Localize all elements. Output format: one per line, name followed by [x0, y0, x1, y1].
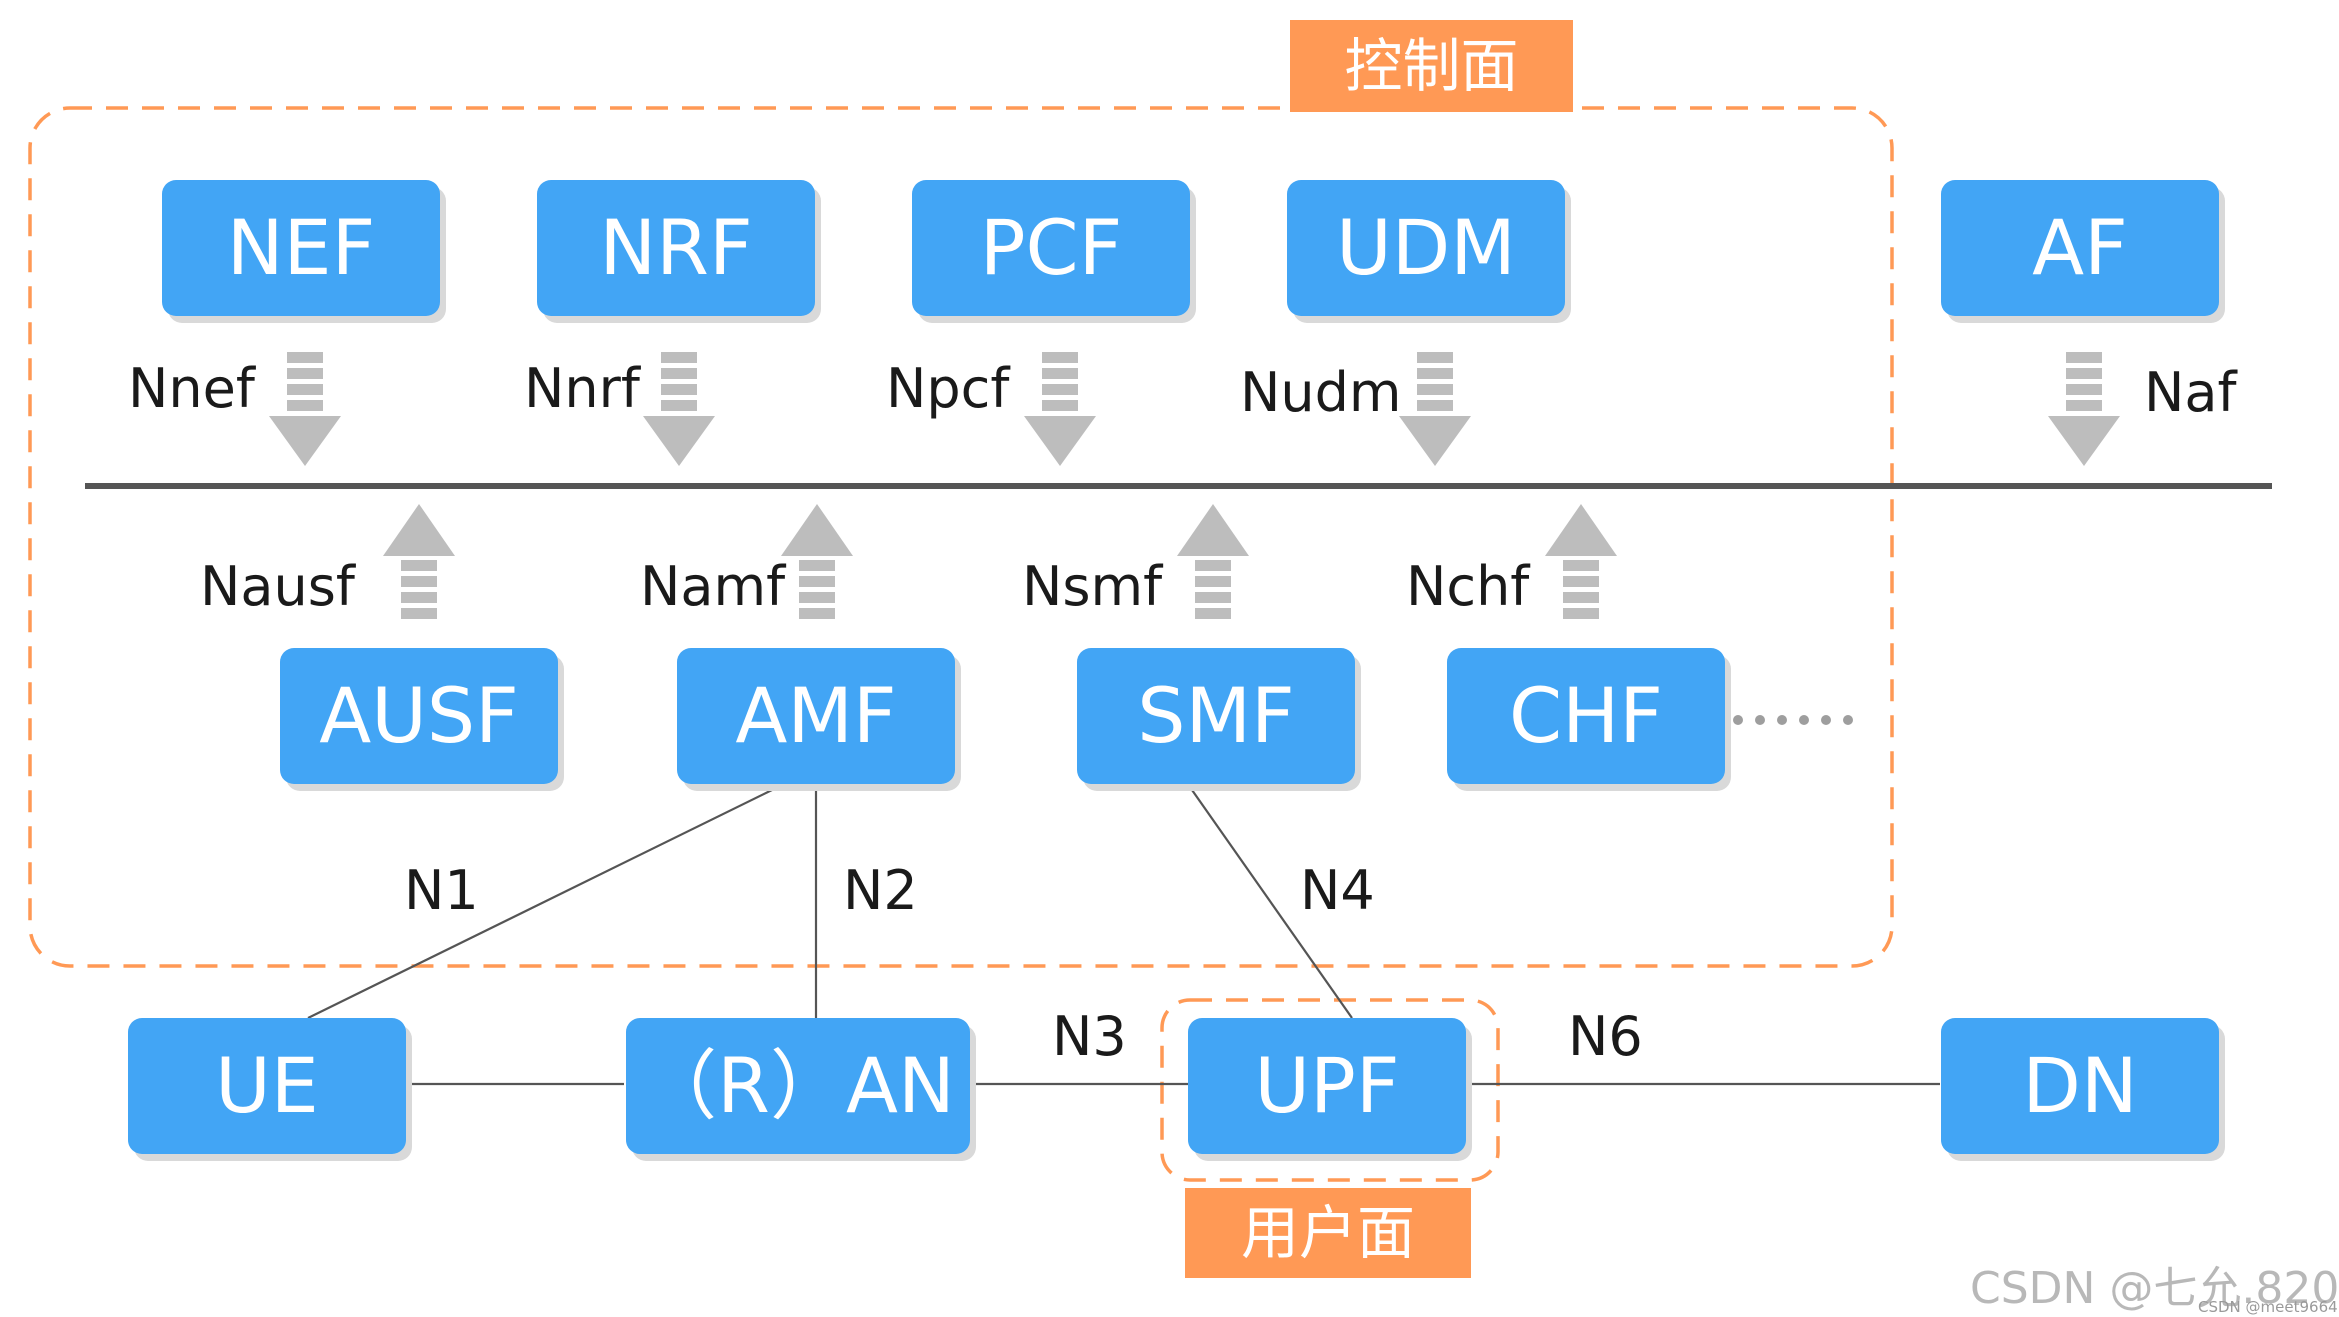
user-plane-boundary [1160, 998, 1500, 1182]
link-label-n3: N3 [1052, 1005, 1127, 1068]
arrow-down-nnef [269, 352, 341, 466]
sbi-label-nnef: Nnef [128, 357, 255, 420]
n4-line [1191, 789, 1353, 1019]
sbi-label-nsmf: Nsmf [1022, 555, 1163, 618]
arrow-up-nsmf [1177, 504, 1249, 619]
sbi-label-nausf: Nausf [200, 555, 355, 618]
more-functions-dots [1733, 715, 1853, 725]
control-plane-boundary [28, 106, 1894, 968]
sbi-label-npcf: Npcf [886, 357, 1010, 420]
arrow-down-npcf [1024, 352, 1096, 466]
user-plane-label: 用户面 [1185, 1188, 1471, 1278]
arrow-up-nchf [1545, 504, 1617, 619]
nf-ausf: AUSF [280, 648, 558, 784]
nf-chf: CHF [1447, 648, 1725, 784]
n1-line [307, 789, 773, 1019]
nf-ue: UE [128, 1018, 406, 1154]
nf-upf: UPF [1188, 1018, 1466, 1154]
nf-nef: NEF [162, 180, 440, 316]
sbi-label-nchf: Nchf [1406, 555, 1530, 618]
arrow-down-nnrf [643, 352, 715, 466]
nf-udm: UDM [1287, 180, 1565, 316]
link-label-n6: N6 [1568, 1005, 1643, 1068]
sbi-label-naf: Naf [2144, 361, 2237, 424]
sbi-label-nudm: Nudm [1240, 361, 1402, 424]
watermark: CSDN @七允.820 [1970, 1263, 2339, 1314]
arrow-down-naf [2048, 352, 2120, 466]
nf-smf: SMF [1077, 648, 1355, 784]
arrow-down-nudm [1399, 352, 1471, 466]
nf-nrf: NRF [537, 180, 815, 316]
arrow-up-namf [781, 504, 853, 619]
nf-af: AF [1941, 180, 2219, 316]
nf-dn: DN [1941, 1018, 2219, 1154]
nf-pcf: PCF [912, 180, 1190, 316]
link-label-n1: N1 [404, 859, 479, 922]
nf-amf: AMF [677, 648, 955, 784]
sbi-label-nnrf: Nnrf [524, 357, 640, 420]
sbi-label-namf: Namf [640, 555, 786, 618]
watermark-small: CSDN @meet9664 [2198, 1298, 2338, 1316]
link-label-n4: N4 [1300, 859, 1375, 922]
nf-ran: （R）AN [626, 1018, 970, 1154]
link-label-n2: N2 [843, 859, 918, 922]
control-plane-label: 控制面 [1290, 20, 1573, 112]
arrow-up-nausf [383, 504, 455, 619]
